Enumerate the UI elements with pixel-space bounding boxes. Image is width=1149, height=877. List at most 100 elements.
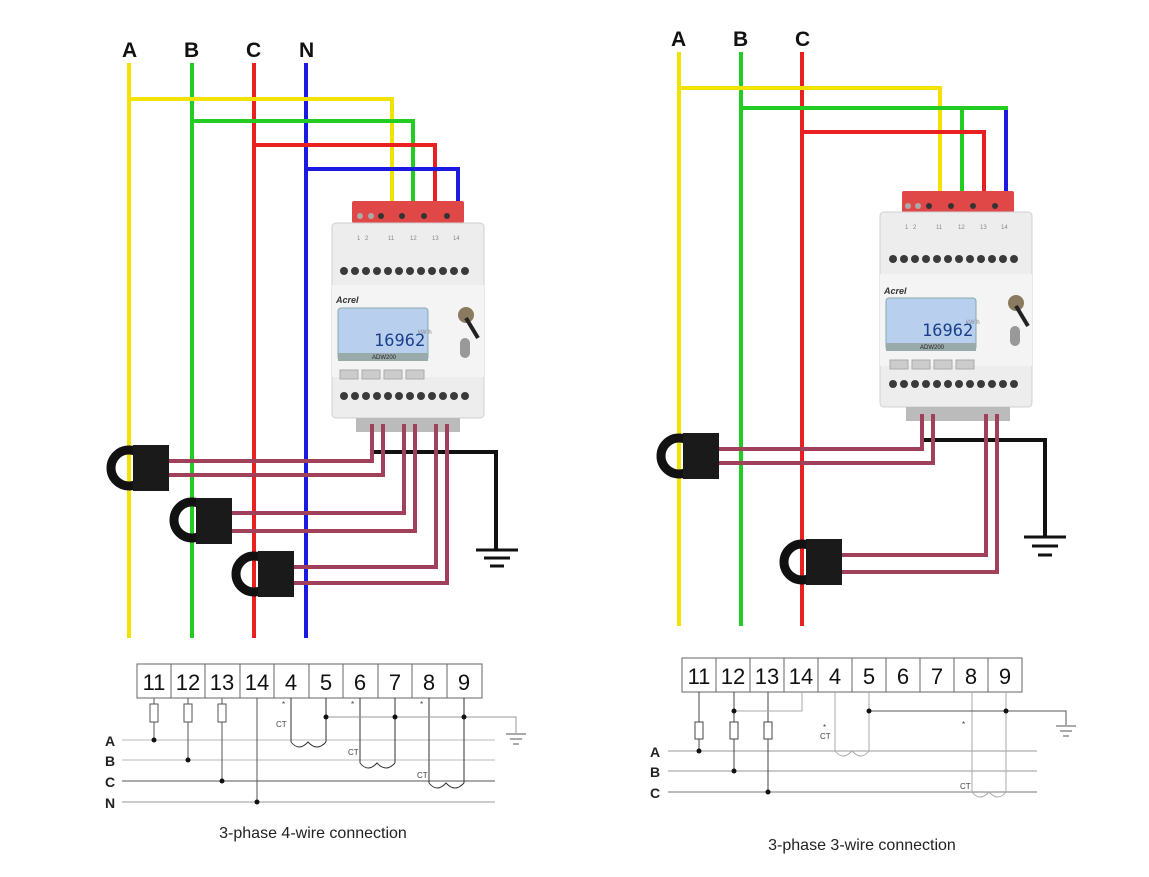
terminal-number: 7 [931,664,943,689]
terminal-number: 14 [245,670,269,695]
fuse-icon [149,703,159,723]
diagram-caption: 3-phase 4-wire connection [219,825,407,842]
ground-symbol [506,733,526,745]
line-label-c: C [105,774,115,790]
antenna-connector [458,307,474,323]
terminal-number: 4 [285,670,297,695]
ct-label: CT [820,732,831,741]
line-label-c: C [650,785,660,801]
meter-button[interactable] [361,369,381,380]
line-label-n: N [105,795,115,811]
meter-button[interactable] [955,359,975,370]
line-label-a: A [105,733,115,749]
terminal-label: 14 [1001,225,1008,231]
terminal-number: 8 [965,664,977,689]
terminal-label: 13 [432,236,439,242]
meter-brand: Acrel [335,295,359,305]
fuse-icon [183,703,193,723]
phase-label-c: C [246,39,261,62]
ct-label: CT [417,771,428,780]
phase-label-c: C [795,28,810,51]
terminal-block [902,191,1014,213]
terminal-label: 12 [958,225,965,231]
button-row [889,359,975,370]
lcd-unit: kW h [966,320,980,326]
terminal-number: 5 [320,670,332,695]
ground-wire [920,438,1047,537]
ct-label: CT [348,748,359,757]
current-transformer-c [231,551,294,597]
terminal-number: 4 [829,664,841,689]
fuse-icon [729,721,739,740]
meter-model: ADW200 [920,345,945,351]
upper-terminal-row [340,267,469,275]
line-label-a: A [650,744,660,760]
voltage-tap-c [804,130,986,205]
terminal-number: 9 [999,664,1011,689]
meter-button[interactable] [405,369,425,380]
current-transformer-a [106,445,169,491]
terminal-label: 13 [980,225,987,231]
lcd-reading: 16962 [374,331,425,351]
current-transformer-a [656,433,719,479]
current-transformer-c [779,539,842,585]
meter-button[interactable] [933,359,953,370]
terminal-number: 7 [389,670,401,695]
meter-model: ADW200 [372,355,397,361]
energy-meter-left: 1 2 11 12 13 14 Acrel 16962 kW h ADW200 [331,201,485,432]
ct-coils [834,692,1007,798]
polarity-mark: * [282,700,285,709]
polarity-mark: * [962,720,965,729]
ground-symbol [476,548,518,568]
terminal-number: 6 [354,670,366,695]
infrared-port [460,338,470,358]
terminal-number: 11 [688,664,711,689]
ground-lead [869,710,1067,725]
terminal-label: 12 [410,236,417,242]
ct-coils [290,698,517,789]
terminal-number: 12 [721,664,745,689]
voltage-tap-b [194,119,415,212]
terminal-number: 5 [863,664,875,689]
terminal-number: 6 [897,664,909,689]
meter-button[interactable] [911,359,931,370]
voltage-tap-a [681,86,942,205]
terminal-label: 1 [905,225,909,231]
ground-symbol [1056,725,1076,737]
terminal-number: 12 [176,670,200,695]
meter-button[interactable] [383,369,403,380]
line-label-b: B [105,753,115,769]
voltage-tap-a [131,97,394,212]
polarity-mark: * [823,723,826,732]
ground-symbol [1024,535,1066,557]
meter-button[interactable] [889,359,909,370]
terminal-number: 9 [458,670,470,695]
upper-terminal-row [889,255,1018,263]
terminal-number: 14 [789,664,813,689]
terminal-number: 13 [210,670,234,695]
phase-label-n: N [299,39,314,62]
terminal-label: 11 [936,225,943,231]
meter-brand: Acrel [883,286,907,296]
four-wire-pictorial: A B C N 1 2 11 12 13 14 [106,39,518,638]
polarity-mark: * [351,700,354,709]
voltage-tap-b [743,106,1008,205]
terminal-label: 1 [357,236,361,242]
terminal-label: 2 [913,225,917,231]
line-label-b: B [650,764,660,780]
lcd-unit: kW h [418,330,432,336]
terminal-label: 2 [365,236,369,242]
phase-label-a: A [671,28,686,51]
lcd-reading: 16962 [922,321,973,341]
ct-leads [717,414,999,574]
lower-terminal-row [889,380,1018,388]
infrared-port [1010,326,1020,346]
voltage-tap-n [308,167,460,212]
polarity-mark: * [420,700,423,709]
button-row [339,369,425,380]
meter-button[interactable] [339,369,359,380]
lower-terminal-row [340,392,469,400]
three-wire-schematic: 11 12 13 14 4 5 6 7 8 9 A B C [650,657,1076,854]
current-transformer-b [169,497,232,544]
antenna-connector [1008,295,1024,311]
